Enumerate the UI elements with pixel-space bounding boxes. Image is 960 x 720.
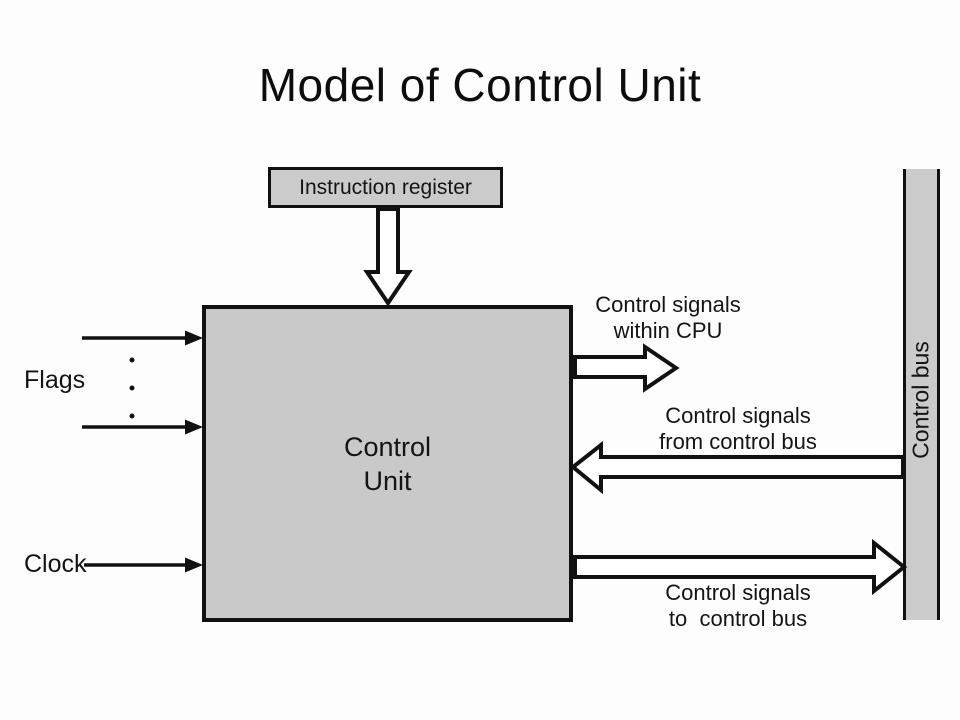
clock-arrow xyxy=(84,557,203,573)
page-title: Model of Control Unit xyxy=(258,59,702,111)
flags-arrow-bottom xyxy=(82,419,203,435)
flags-label: Flags xyxy=(24,366,86,394)
clock-label: Clock xyxy=(24,550,87,578)
signal-label-to-control-bus: Control signals to control bus xyxy=(665,580,811,631)
control-unit-label: Control Unit xyxy=(343,431,432,496)
control-bus-bar xyxy=(903,169,940,620)
instruction-to-cu-arrow xyxy=(363,207,413,307)
instruction-register-box: Instruction register xyxy=(268,167,503,208)
within-cpu-arrow xyxy=(573,343,680,393)
from-control-bus-arrow xyxy=(569,440,905,495)
signal-label-from-control-bus: Control signals from control bus xyxy=(659,403,817,454)
flags-arrow-top xyxy=(82,330,203,346)
control-unit-box: Control Unit xyxy=(202,305,573,622)
signal-label-within-cpu: Control signals within CPU xyxy=(595,292,741,343)
ellipsis-dots xyxy=(129,357,135,419)
instruction-register-label: Instruction register xyxy=(299,175,472,199)
to-control-bus-arrow xyxy=(573,538,908,596)
